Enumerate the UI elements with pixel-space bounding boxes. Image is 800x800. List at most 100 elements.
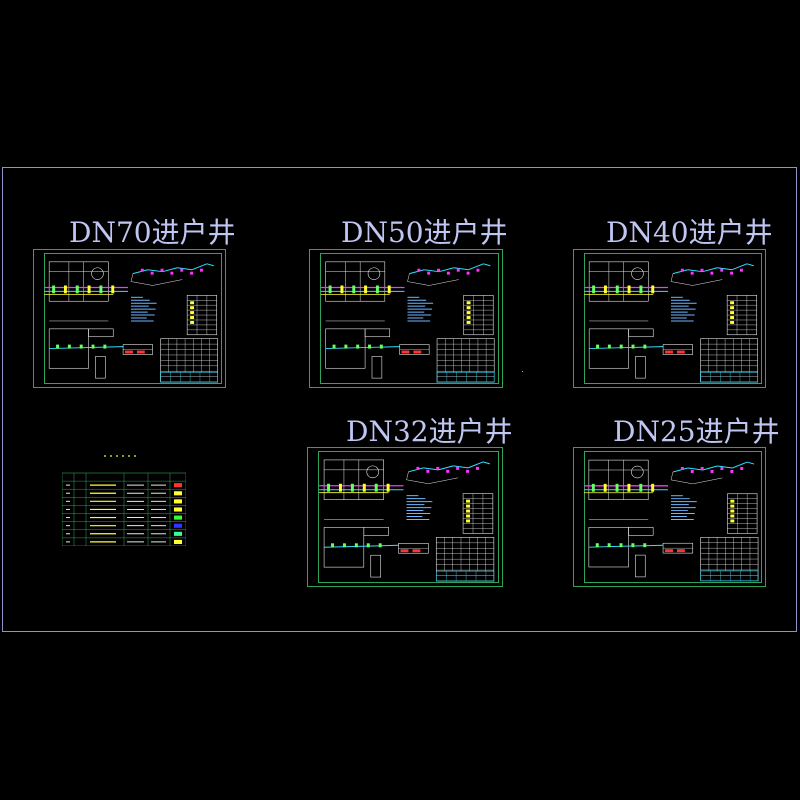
section-fitting: [619, 543, 623, 548]
fitting-symbol: [720, 467, 724, 470]
valve-symbol: [52, 285, 56, 294]
valve-symbol: [340, 285, 344, 294]
section-riser: [370, 554, 381, 578]
isometric-line: [670, 281, 693, 286]
valve-symbol: [615, 285, 619, 294]
isometric-line: [692, 279, 723, 286]
section-view-outline: [48, 328, 89, 369]
fitting-symbol: [190, 271, 194, 275]
title-block: [700, 570, 759, 582]
isometric-pipe: [424, 269, 440, 273]
valve-symbol: [615, 483, 619, 492]
isometric-pipe: [191, 263, 208, 271]
isometric-pipe: [687, 269, 703, 273]
meter-well-circle: [631, 267, 644, 280]
fitting-symbol: [700, 467, 704, 470]
material-table-fill: [190, 301, 195, 305]
sheet-dn40[interactable]: [573, 249, 766, 388]
material-table-fill: [190, 306, 195, 310]
isometric-pipe: [423, 467, 439, 471]
valve-symbol: [387, 285, 391, 294]
valve-symbol: [63, 285, 67, 294]
fitting-symbol: [140, 268, 144, 272]
fitting-symbol: [700, 268, 704, 272]
sheet-title-dn50: DN50进户井: [341, 216, 508, 249]
valve-symbol: [651, 285, 655, 294]
valve-symbol: [639, 483, 643, 492]
section-fitting: [91, 344, 95, 349]
sheet-dn70[interactable]: [33, 249, 226, 388]
valve-symbol: [338, 483, 342, 492]
isometric-line: [407, 273, 410, 282]
material-table-fill: [466, 509, 471, 513]
plan-view-outline: [588, 459, 649, 500]
valve-symbol: [111, 285, 115, 294]
small-table-fill: [400, 549, 409, 553]
isometric-pipe: [453, 465, 469, 469]
fitting-symbol: [199, 268, 203, 272]
legend-color-swatch: [174, 499, 182, 504]
isometric-pipe: [162, 267, 178, 273]
sheet-title-dn40: DN40进户井: [606, 216, 773, 249]
section-riser: [371, 356, 383, 379]
fitting-symbol: [417, 268, 421, 272]
section-fitting: [631, 344, 635, 349]
fitting-symbol: [710, 271, 714, 275]
small-table-fill: [665, 549, 673, 553]
legend-color-swatch: [174, 483, 182, 488]
section-pipe: [588, 544, 664, 548]
fitting-symbol: [466, 271, 470, 275]
sheet-dn25[interactable]: [573, 447, 766, 587]
valve-symbol: [327, 483, 331, 492]
legend-color-swatch: [174, 531, 182, 536]
isometric-pipe: [147, 269, 163, 273]
sheet-inner-border: [320, 253, 499, 384]
material-table-fill: [730, 519, 735, 523]
material-table-fill: [730, 320, 735, 324]
legend-color-swatch: [174, 515, 182, 520]
section-fitting: [596, 344, 600, 349]
valve-symbol: [603, 285, 607, 294]
sheet-drawing-dn25: [583, 459, 759, 582]
valve-symbol: [364, 285, 368, 294]
valve-symbol: [99, 285, 103, 294]
fitting-symbol: [456, 268, 460, 272]
pipe-legend-table[interactable]: [62, 453, 186, 546]
valve-symbol: [386, 483, 390, 492]
sheet-dn50[interactable]: [309, 249, 503, 388]
fitting-symbol: [730, 469, 734, 473]
isometric-pipe: [702, 465, 718, 471]
small-table-fill: [676, 350, 685, 354]
valve-symbol: [627, 483, 631, 492]
section-pipe: [324, 544, 399, 548]
small-table-fill: [125, 350, 133, 354]
legend-drawing: [62, 455, 186, 546]
fitting-symbol: [739, 268, 743, 272]
fitting-symbol: [466, 469, 470, 473]
sheet-drawing-dn32: [319, 459, 495, 582]
isometric-pipe: [672, 269, 688, 275]
section-view-outline: [588, 527, 629, 568]
material-table-fill: [730, 316, 735, 319]
isometric-pipe: [438, 267, 454, 273]
valve-symbol: [627, 285, 631, 294]
isometric-pipe: [132, 269, 148, 275]
material-table-fill: [730, 514, 735, 518]
sheet-inner-border: [584, 253, 762, 384]
small-table-fill: [136, 350, 145, 354]
isometric-pipe: [409, 269, 425, 275]
section-view-cap: [628, 527, 654, 536]
material-table-fill: [466, 311, 471, 315]
fitting-symbol: [427, 271, 431, 275]
fitting-symbol: [436, 466, 440, 470]
sheet-dn32[interactable]: [307, 447, 503, 587]
section-fitting: [79, 344, 83, 349]
section-fitting: [342, 543, 346, 548]
fitting-symbol: [446, 469, 450, 473]
fitting-symbol: [456, 466, 460, 470]
valve-symbol: [75, 285, 79, 294]
valve-symbol: [328, 285, 332, 294]
small-table-fill: [413, 350, 422, 354]
sheet-inner-border: [584, 451, 762, 583]
fitting-symbol: [170, 271, 174, 275]
